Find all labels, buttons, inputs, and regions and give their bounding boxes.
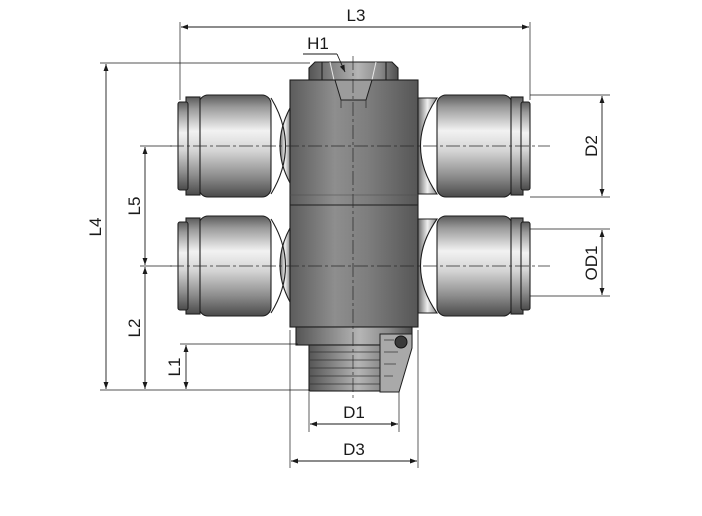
fitting-part (177, 61, 531, 393)
hex-socket (334, 79, 373, 108)
dimension-lines (100, 22, 610, 468)
dimension-labels: L3 H1 L4 L5 L2 L1 D2 OD1 D1 D3 (86, 6, 601, 459)
label-l1: L1 (165, 358, 184, 377)
label-l4: L4 (86, 218, 105, 237)
label-l2: L2 (125, 319, 144, 338)
label-od1: OD1 (582, 246, 601, 281)
label-l3: L3 (347, 6, 366, 25)
label-h1: H1 (307, 34, 329, 53)
o-ring (394, 335, 408, 349)
label-l5: L5 (125, 197, 144, 216)
central-body (289, 79, 419, 328)
label-d3: D3 (343, 440, 365, 459)
top-nut (308, 61, 399, 81)
center-lines (170, 56, 550, 400)
thread (308, 333, 413, 393)
label-d1: D1 (343, 403, 365, 422)
label-d2: D2 (582, 135, 601, 157)
